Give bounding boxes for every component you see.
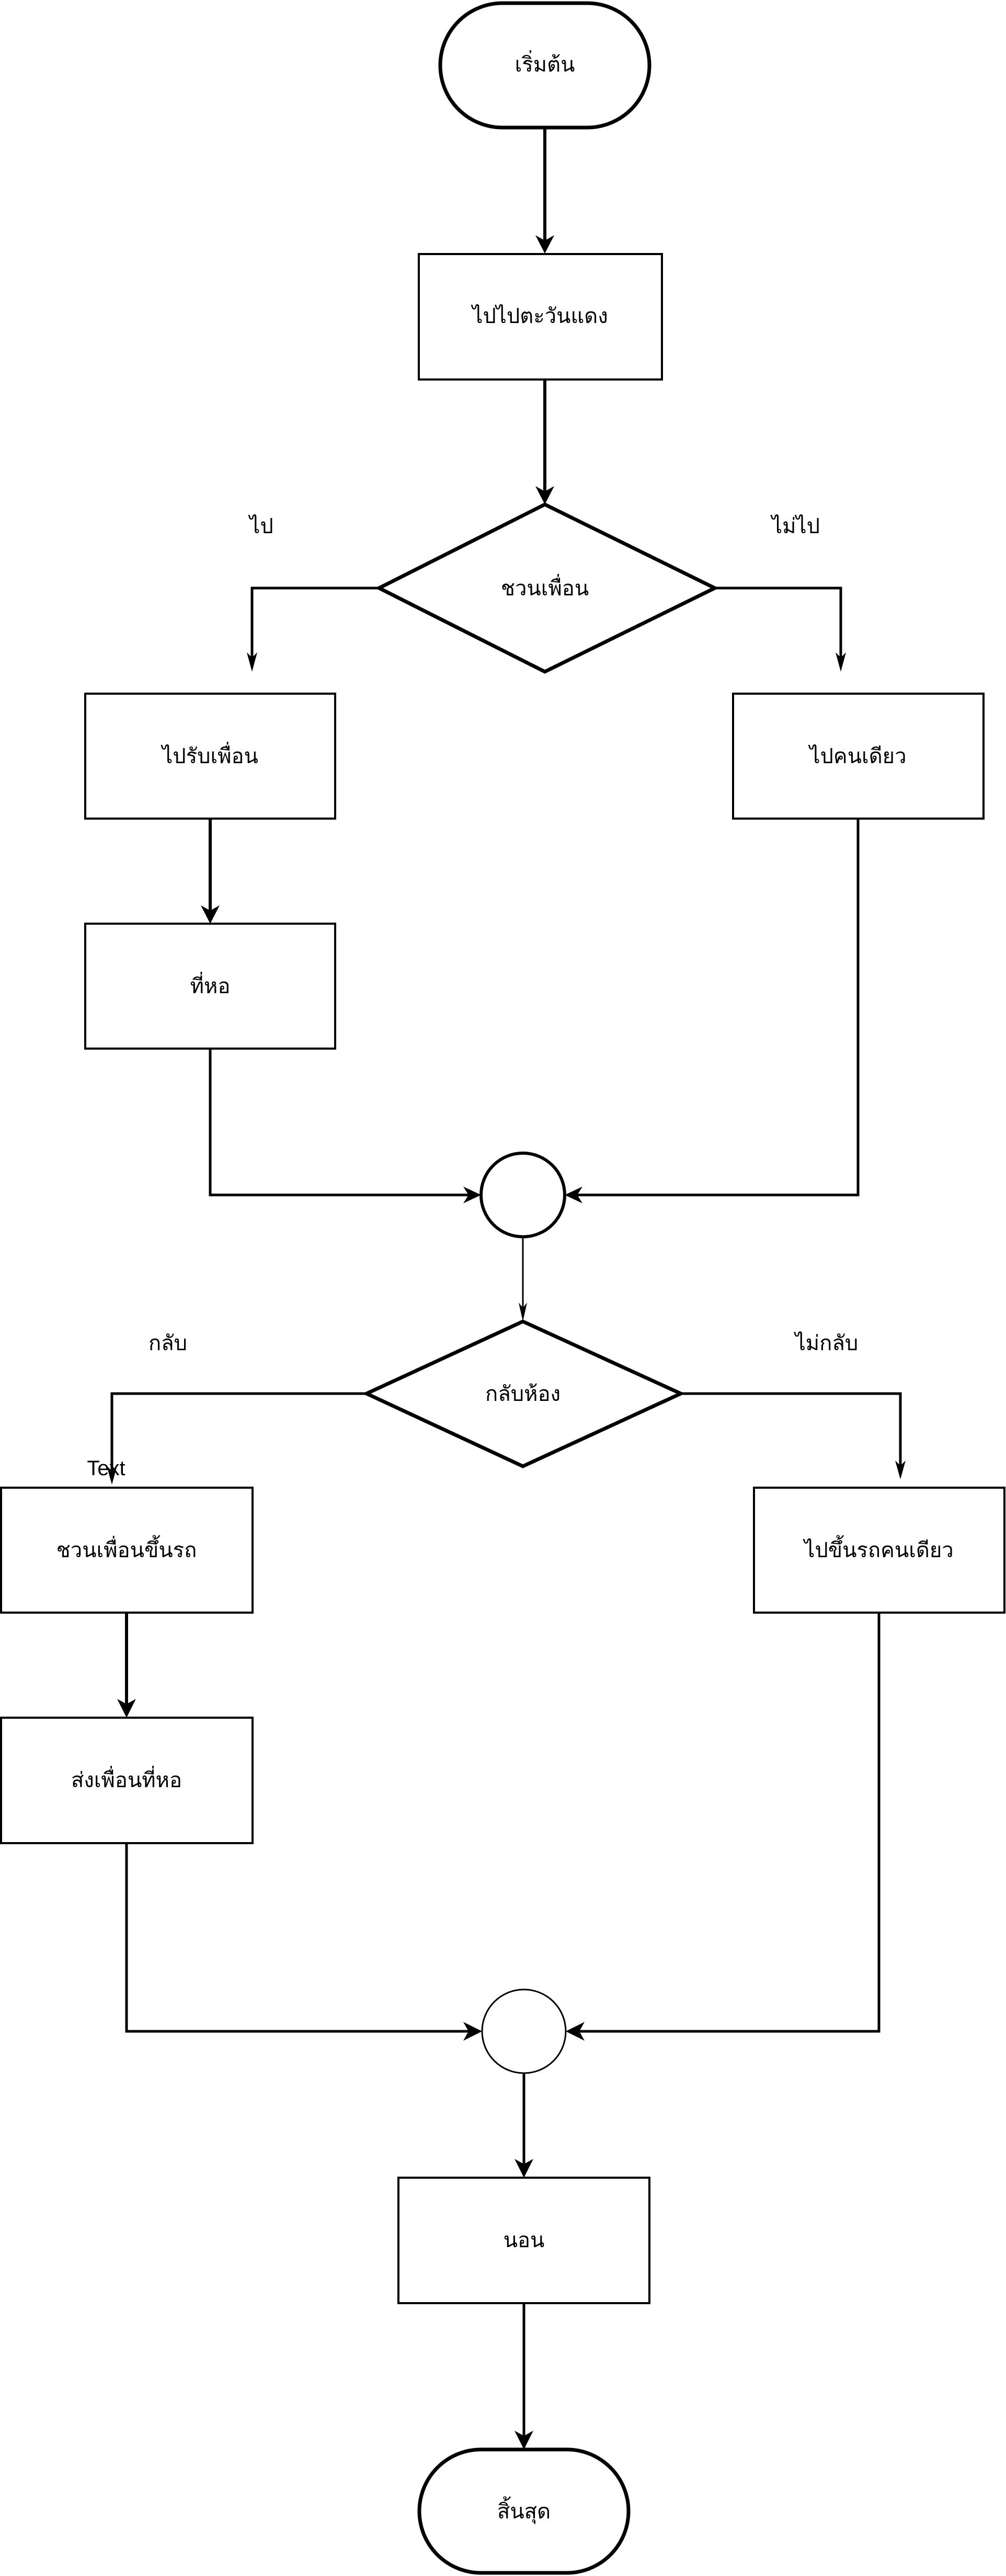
edge-label-invite-yes: ไป [248,514,273,538]
edge-invite-to-go-alone[interactable] [715,586,842,659]
node-label: ไปคนเดียว [808,744,906,768]
node-label: เริ่มต้น [515,50,575,77]
node-label: ชวนเพื่อน [501,574,589,601]
arrowhead-icon [515,2431,533,2450]
node-merge-2[interactable] [481,1988,567,2074]
node-label: กลับห้อง [485,1382,561,1406]
node-go-alone[interactable]: ไปคนเดียว [732,693,985,820]
node-label: ไปขึ้นรถคนเดียว [803,1535,954,1562]
arrowhead-icon [117,1699,136,1718]
node-label: ไปไปตะวันแดง [471,304,608,328]
node-label: ที่หอ [190,972,231,998]
edge-dorm-to-merge-1[interactable] [209,1049,471,1197]
process-shape[interactable] [84,693,336,820]
edge-label-invite-no: ไม่ไป [770,514,820,538]
process-shape[interactable] [418,253,663,381]
arrowhead-icon [515,2159,533,2178]
node-go-sunset[interactable]: ไปไปตะวันแดง [418,253,663,381]
arrowhead-icon [201,905,220,924]
arrowhead-icon [565,1187,582,1203]
node-invite-friend-car[interactable]: ชวนเพื่อนขึ้นรถ [0,1487,254,1614]
arrowhead-icon [463,1187,481,1203]
edges [107,128,906,2450]
node-label: นอน [504,2228,545,2252]
node-end[interactable]: สิ้นสุด [417,2447,631,2575]
edge-go-alone-to-merge-1[interactable] [575,819,860,1197]
arrowhead-icon [107,1466,117,1485]
terminator-shape[interactable] [417,2447,631,2575]
process-shape[interactable] [732,693,985,820]
stray-text-label: Text [87,1457,125,1480]
arrowhead-icon [247,652,257,672]
connector-shape[interactable] [479,1152,566,1238]
process-shape[interactable] [397,2177,650,2304]
connector-shape[interactable] [481,1988,567,2074]
node-start[interactable]: เริ่มต้น [438,1,651,130]
node-drop-friend-dorm[interactable]: ส่งเพื่อนที่หอ [0,1717,254,1844]
edge-drop-to-merge-2[interactable] [125,1843,472,2033]
process-shape[interactable] [0,1717,254,1844]
arrowhead-icon [463,2022,482,2041]
arrowhead-icon [535,486,554,504]
node-invite-friend[interactable]: ชวนเพื่อน [375,502,719,674]
node-label: ส่งเพื่อนที่หอ [71,1766,182,1792]
node-go-back-room[interactable]: กลับห้อง [362,1319,685,1468]
node-sleep[interactable]: นอน [397,2177,650,2304]
arrowhead-icon [895,1460,906,1479]
decision-shape[interactable] [375,502,719,674]
node-label: ชวนเพื่อนขึ้นรถ [56,1535,197,1562]
node-at-dorm[interactable]: ที่หอ [84,923,336,1050]
arrowhead-icon [535,235,554,254]
process-shape[interactable] [753,1487,1005,1614]
process-shape[interactable] [0,1487,254,1614]
arrowhead-icon [566,2022,585,2041]
node-merge-1[interactable] [479,1152,566,1238]
edge-go-back-to-ride-alone[interactable] [681,1392,902,1466]
process-shape[interactable] [84,923,336,1050]
terminator-shape[interactable] [438,1,651,130]
edge-label-back-yes: กลับ [148,1331,187,1355]
edge-invite-to-pick-up[interactable] [250,586,379,659]
arrowhead-icon [519,1303,527,1321]
node-ride-alone[interactable]: ไปขึ้นรถคนเดียว [753,1487,1005,1614]
node-label: ไปรับเพื่อน [161,742,258,768]
edge-label-back-no: ไม่กลับ [794,1331,859,1355]
edge-ride-alone-to-merge-2[interactable] [575,1613,881,2033]
node-label: สิ้นสุด [497,2496,551,2524]
decision-shape[interactable] [362,1319,685,1468]
arrowhead-icon [836,652,846,672]
node-pick-up-friend[interactable]: ไปรับเพื่อน [84,693,336,820]
edge-go-back-to-invite-car[interactable] [110,1392,367,1471]
